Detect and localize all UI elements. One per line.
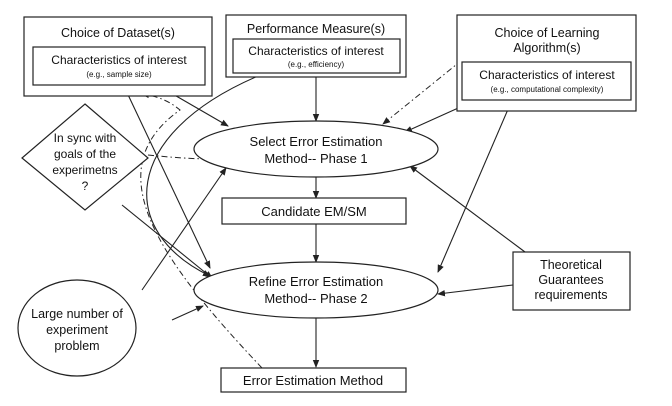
dataset-characteristics-note: (e.g., sample size) <box>86 70 152 79</box>
dataset-characteristics-box <box>32 46 206 86</box>
sync-line4: ? <box>82 179 89 193</box>
sync-line3: experimetns <box>52 163 117 177</box>
performance-characteristics-note: (e.g., efficiency) <box>288 60 345 69</box>
performance-node: Performance Measure(s) Characteristics o… <box>225 14 407 78</box>
phase2-line2: Method-- Phase 2 <box>264 291 367 306</box>
large-problem-node: Large number of experiment problem <box>17 279 137 377</box>
learning-node: Choice of Learning Algorithm(s) Characte… <box>456 14 637 112</box>
dataset-node: Choice of Dataset(s) Characteristics of … <box>23 16 213 97</box>
final-node: Error Estimation Method <box>220 367 407 393</box>
edge-performance-to-phase2 <box>146 75 259 277</box>
phase1-line2: Method-- Phase 1 <box>264 151 367 166</box>
learning-characteristics-title: Characteristics of interest <box>479 68 615 82</box>
performance-title: Performance Measure(s) <box>247 22 385 36</box>
edge-dataset-to-phase2 <box>121 81 211 269</box>
edge-theoretical-to-phase1 <box>409 165 526 253</box>
candidate-node: Candidate EM/SM <box>221 197 407 225</box>
dataset-characteristics-title: Characteristics of interest <box>51 53 187 67</box>
learning-characteristics-note: (e.g., computational complexity) <box>491 85 604 94</box>
edge-theoretical-to-phase2 <box>437 284 514 297</box>
performance-characteristics-box <box>232 38 401 74</box>
edge-large-to-phase2 <box>171 305 204 321</box>
phase2-node: Refine Error Estimation Method-- Phase 2 <box>193 261 439 319</box>
learning-characteristics-box <box>461 61 632 101</box>
large-line1: Large number of <box>31 307 123 321</box>
large-line3: problem <box>54 339 99 353</box>
sync-line1: In sync with <box>54 131 117 145</box>
theoretical-line2: Guarantees <box>538 273 603 287</box>
learning-title-line2: Algorithm(s) <box>513 41 580 55</box>
theoretical-line3: requirements <box>535 288 608 302</box>
learning-title-line1: Choice of Learning <box>495 26 600 40</box>
sync-decision-node: In sync with goals of the experimetns ? <box>21 103 149 211</box>
candidate-label: Candidate EM/SM <box>261 204 367 219</box>
theoretical-node: Theoretical Guarantees requirements <box>512 251 631 311</box>
edge-learning-to-phase2 <box>437 99 513 273</box>
sync-line2: goals of the <box>54 147 116 161</box>
final-label: Error Estimation Method <box>243 373 383 388</box>
phase2-line1: Refine Error Estimation <box>249 274 383 289</box>
large-line2: experiment <box>46 323 108 337</box>
dashdot-learning-to-phase1 <box>382 59 463 125</box>
dataset-title: Choice of Dataset(s) <box>61 26 175 40</box>
edge-large-to-phase1 <box>141 167 227 291</box>
phase1-line1: Select Error Estimation <box>250 134 383 149</box>
edge-sync-to-phase2 <box>121 204 213 279</box>
theoretical-line1: Theoretical <box>540 258 602 272</box>
performance-characteristics-title: Characteristics of interest <box>248 44 384 58</box>
phase1-node: Select Error Estimation Method-- Phase 1 <box>193 120 439 178</box>
